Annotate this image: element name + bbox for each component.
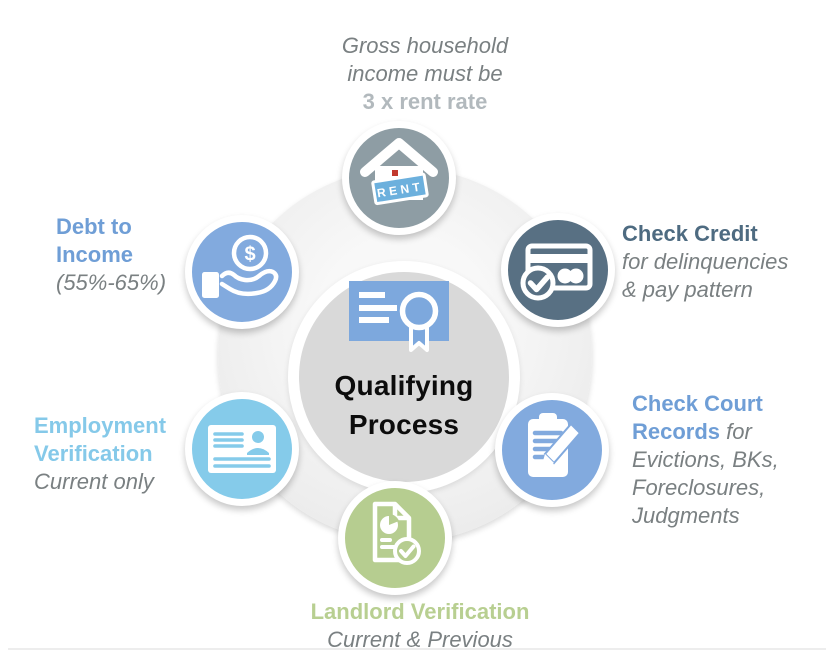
employment-label: Employment Verification Current only — [34, 412, 264, 496]
node-landlord-circle — [338, 481, 452, 595]
court-title-line1: Check Court — [632, 391, 763, 416]
document-check-icon — [372, 501, 421, 565]
credit-desc-line2: & pay pattern — [622, 277, 753, 302]
center-title-line2: Process — [348, 409, 460, 440]
court-desc-line1: Evictions, BKs, — [632, 447, 779, 472]
rent-note: Gross household income must be 3 x rent … — [263, 32, 587, 116]
node-credit-circle — [501, 213, 615, 327]
court-desc-line3: Judgments — [632, 503, 740, 528]
court-title-line2: Records for — [632, 418, 832, 446]
node-rent-circle: RENT — [342, 121, 456, 235]
debt-title-line1: Debt to — [56, 214, 132, 239]
debt-label: Debt to Income (55%-65%) — [56, 213, 276, 297]
landlord-desc: Current & Previous — [327, 627, 513, 652]
court-title-records: Records — [632, 419, 721, 444]
node-debt-circle: $ — [185, 215, 299, 329]
center-title: Qualifying Process — [288, 366, 520, 444]
certificate-icon — [349, 281, 449, 352]
clipboard-pencil-icon — [528, 413, 582, 477]
employment-title-line2: Verification — [34, 441, 153, 466]
employment-desc: Current only — [34, 469, 154, 494]
hand-coin-icon: $ — [202, 234, 279, 298]
court-title-suffix: for — [726, 419, 752, 444]
landlord-label: Landlord Verification Current & Previous — [250, 598, 590, 654]
node-employment-circle — [185, 392, 299, 506]
center-title-line1: Qualifying — [334, 370, 474, 401]
credit-label: Check Credit for delinquencies & pay pat… — [622, 220, 827, 304]
rent-note-line3: 3 x rent rate — [362, 89, 488, 114]
debt-desc: (55%-65%) — [56, 270, 167, 295]
credit-title: Check Credit — [622, 221, 758, 246]
credit-desc-line1: for delinquencies — [622, 249, 789, 274]
rent-note-line1: Gross household — [341, 33, 509, 58]
rent-note-line2: income must be — [347, 61, 503, 86]
coin-dollar-symbol: $ — [244, 244, 255, 266]
court-label: Check Court Records for Evictions, BKs, … — [632, 390, 832, 530]
node-court-circle — [495, 393, 609, 507]
bottom-divider-line — [8, 648, 826, 650]
court-desc-line2: Foreclosures, — [632, 475, 766, 500]
landlord-title: Landlord Verification — [310, 599, 530, 624]
id-card-icon — [208, 425, 276, 473]
credit-card-check-icon — [520, 243, 593, 301]
employment-title-line1: Employment — [34, 413, 167, 438]
debt-title-line2: Income — [56, 242, 134, 267]
house-rent-icon: RENT — [360, 138, 438, 206]
